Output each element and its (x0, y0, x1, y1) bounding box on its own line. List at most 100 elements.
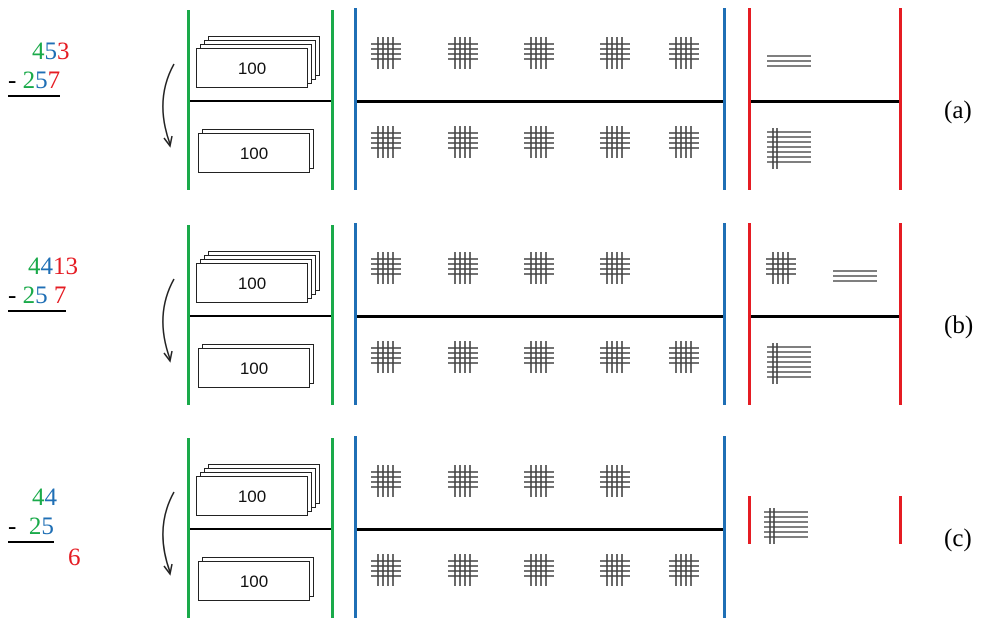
tens-left-border (354, 436, 357, 618)
ones-divider (751, 100, 899, 103)
hundred-bill: 100 (198, 561, 310, 601)
subtraction-bottom-line: - 25 7 (8, 281, 67, 312)
hundreds-divider (190, 315, 331, 317)
subtraction-bottom-line: - 257 (8, 66, 61, 97)
hundreds-right-border (331, 438, 334, 618)
ones-top (767, 55, 811, 67)
ten-block-bottom (371, 126, 401, 158)
tens-right-border (723, 8, 726, 190)
subtraction-problem: 453- 257 (8, 37, 70, 97)
ones-left-border (748, 223, 751, 405)
digit: 4 (40, 253, 54, 280)
tens-left-border (354, 8, 357, 190)
hundred-bill-label: 100 (237, 59, 267, 78)
digit: 7 (47, 67, 61, 94)
hundred-bill: 100 (196, 263, 308, 303)
digit: 3 (57, 38, 70, 65)
tens-divider (357, 100, 723, 103)
hundred-bill-label: 100 (239, 572, 269, 591)
ten-block-top (600, 465, 630, 497)
hundreds-left-border (187, 10, 190, 190)
digit: 13 (53, 253, 78, 280)
subtraction-top-line: 4413 (8, 252, 78, 281)
digit: 2 (28, 513, 42, 540)
digit: 5 (35, 282, 48, 309)
ten-block-top (524, 465, 554, 497)
hundreds-right-border (331, 10, 334, 190)
tens-divider (357, 528, 723, 531)
ten-block-top (371, 252, 401, 284)
tens-right-border (723, 223, 726, 405)
ten-block-top (371, 37, 401, 69)
digit: 4 (32, 484, 45, 511)
ten-block-bottom (600, 554, 630, 586)
hundred-bill: 100 (196, 48, 308, 88)
digit: 4 (32, 38, 45, 65)
hundreds-left-border (187, 225, 190, 405)
curved-arrow-icon (162, 491, 175, 576)
panel-a: 453- 257 (a) 100 100 (0, 0, 991, 190)
digit: 4 (44, 484, 58, 511)
hundreds-divider (190, 528, 331, 530)
ones-left-border (748, 8, 751, 190)
ones-right-border (899, 223, 902, 405)
digit: - (8, 282, 23, 309)
digit: 7 (53, 282, 67, 309)
digit: - (8, 67, 23, 94)
digit: 4 (28, 253, 41, 280)
ones-bottom (767, 128, 811, 169)
ten-block-top (448, 37, 478, 69)
digit: 2 (22, 67, 36, 94)
hundreds-right-border (331, 225, 334, 405)
ten-block-bottom (669, 341, 699, 373)
curved-arrow-icon (162, 63, 175, 148)
ten-block-bottom (524, 554, 554, 586)
tens-left-border (354, 223, 357, 405)
ten-block-top (371, 465, 401, 497)
tens-right-border (723, 436, 726, 618)
ten-block-bottom (524, 341, 554, 373)
subtraction-bottom-line: - 25 (8, 512, 54, 543)
ten-block-top (524, 37, 554, 69)
subtraction-top-line: 453 (8, 37, 70, 66)
panel-label: (c) (944, 525, 972, 552)
digit: 2 (22, 282, 36, 309)
ten-block-bottom (371, 554, 401, 586)
ones-remaining (764, 508, 808, 544)
ones-divider (751, 315, 899, 318)
ten-block-top (448, 252, 478, 284)
curved-arrow-icon (162, 278, 175, 363)
hundreds-left-border (187, 438, 190, 618)
hundred-bill: 100 (198, 133, 310, 173)
digit: 6 (68, 544, 81, 571)
ten-block-top (669, 37, 699, 69)
hundred-bill: 100 (196, 476, 308, 516)
ten-block-bottom (448, 341, 478, 373)
hundred-bill-label: 100 (237, 274, 267, 293)
ones-right-border (899, 8, 902, 190)
ones-right-border (899, 496, 902, 544)
ten-block-top (524, 252, 554, 284)
ten-block-bottom (448, 126, 478, 158)
hundred-bill-label: 100 (237, 487, 267, 506)
panel-label: (a) (944, 97, 972, 124)
hundred-bill: 100 (198, 348, 310, 388)
ten-block-bottom (669, 126, 699, 158)
hundred-bill-label: 100 (239, 144, 269, 163)
digit: - (8, 513, 23, 540)
ten-block-top (600, 252, 630, 284)
ten-block-top (448, 465, 478, 497)
ten-block-bottom (524, 126, 554, 158)
subtraction-top-line: 44 (8, 483, 81, 512)
digit: 5 (41, 513, 54, 540)
ten-block-bottom (669, 554, 699, 586)
ten-block-bottom (371, 341, 401, 373)
ones-top (833, 270, 877, 282)
ones-bottom (767, 343, 811, 384)
digit: 5 (35, 67, 48, 94)
tens-divider (357, 315, 723, 318)
ten-block-bottom (600, 341, 630, 373)
ten-block-bottom (600, 126, 630, 158)
